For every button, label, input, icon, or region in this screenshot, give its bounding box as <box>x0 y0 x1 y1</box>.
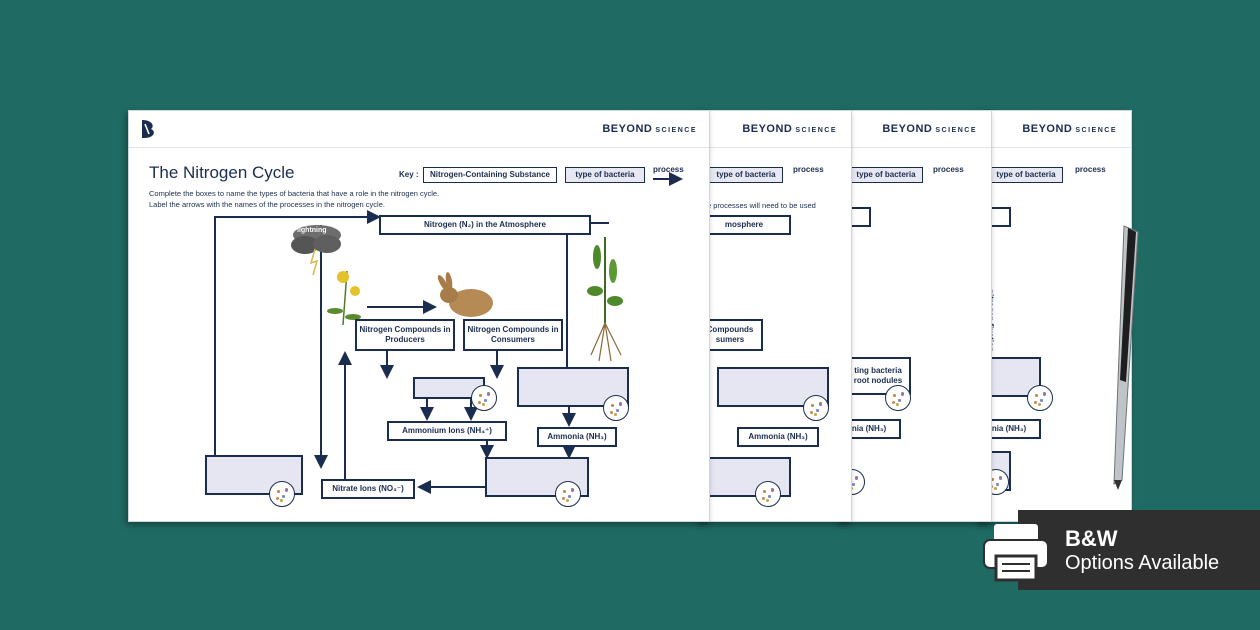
nitrate-box: Nitrate Ions (NO₃⁻) <box>321 479 415 499</box>
ammonium-box: Ammonium Ions (NH₄⁺) <box>387 421 507 441</box>
ammonia-box-partial: nia (NH₃) <box>837 419 901 439</box>
key-process-label: process <box>1075 165 1106 174</box>
bw-title: B&W <box>1065 526 1118 551</box>
printer-icon <box>983 524 1049 582</box>
bacteria-circle-icon <box>471 385 497 411</box>
ammonia-box: Ammonia (NH₃) <box>737 427 819 447</box>
key-process-label: process <box>933 165 964 174</box>
key-substance-box: Nitrogen-Containing Substance <box>423 167 557 183</box>
producers-box: Nitrogen Compounds in Producers <box>355 319 455 351</box>
bacteria-circle-icon <box>1027 385 1053 411</box>
partial-instruction: e processes will need to be used <box>707 201 816 210</box>
bacteria-circle-icon <box>885 385 911 411</box>
key-bacteria-box: type of bacteria <box>565 167 645 183</box>
ammonia-box: Ammonia (NH₃) <box>537 427 617 447</box>
ammonia-box-partial: nia (NH₃) <box>977 419 1041 439</box>
key-label: Key : <box>399 170 419 179</box>
bw-subtitle: Options Available <box>1065 552 1220 574</box>
key-bacteria-box: type of bacteria <box>709 167 783 183</box>
brand-leaf-icon <box>142 120 154 138</box>
instruction-line-1: Complete the boxes to name the types of … <box>149 189 440 198</box>
producer-plant-icon <box>327 270 361 326</box>
key-bacteria-box: type of bacteria <box>849 167 923 183</box>
instruction-line-2: Label the arrows with the names of the p… <box>149 200 385 209</box>
pen-icon <box>1113 225 1139 490</box>
bacteria-circle-icon <box>555 481 581 507</box>
pea-plant-icon <box>587 237 623 362</box>
key-process-label: process <box>653 165 684 174</box>
consumers-box: Nitrogen Compounds in Consumers <box>463 319 563 351</box>
lightning-cloud-icon <box>291 225 341 276</box>
bw-options-badge <box>1018 510 1260 590</box>
key-process-label: process <box>793 165 824 174</box>
cycle-arrows <box>214 172 683 494</box>
lightning-label: lightning <box>297 227 327 234</box>
bacteria-circle-icon <box>603 395 629 421</box>
worksheet-title: The Nitrogen Cycle <box>149 163 295 182</box>
atmosphere-box-partial: mosphere <box>697 215 791 235</box>
bacteria-circle-icon <box>803 395 829 421</box>
key-bacteria-box: type of bacteria <box>989 167 1063 183</box>
bacteria-circle-icon <box>269 481 295 507</box>
rabbit-icon <box>437 272 493 317</box>
bacteria-circle-icon <box>755 481 781 507</box>
atmosphere-box: Nitrogen (N₂) in the Atmosphere <box>379 215 591 235</box>
